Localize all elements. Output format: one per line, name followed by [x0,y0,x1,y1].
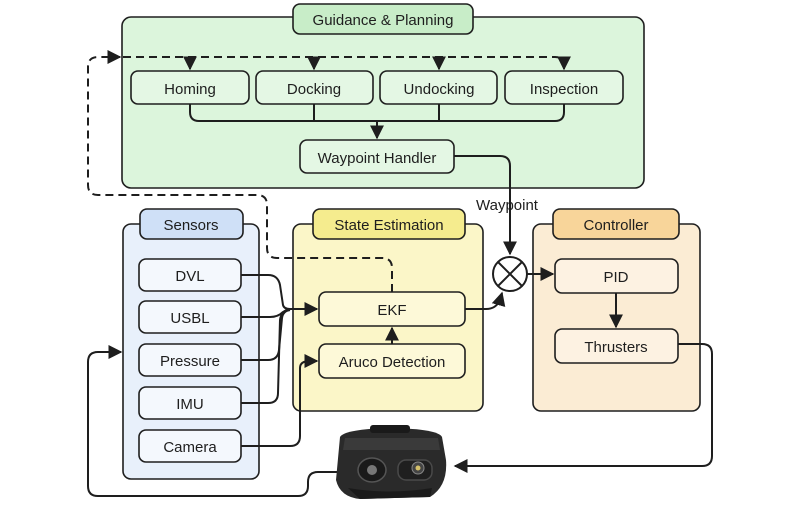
waypoint-edge-label: Waypoint [476,197,539,214]
thrusters-label: Thrusters [584,339,647,356]
node-docking[interactable]: Docking [255,70,374,105]
node-pressure[interactable]: Pressure [138,343,242,377]
edge-thrusters-to-vehicle [453,343,713,473]
docking-label: Docking [287,81,341,98]
node-thrusters[interactable]: Thrusters [554,328,679,364]
node-usbl[interactable]: USBL [138,300,242,334]
edge-feedback-to-inspection [110,56,571,71]
pid-label: PID [603,269,628,286]
circle-x-icon [492,256,528,292]
node-ekf[interactable]: EKF [318,291,466,327]
node-pid[interactable]: PID [554,258,679,294]
edge-ekf-feedback [87,50,393,292]
node-undocking[interactable]: Undocking [379,70,498,105]
node-waypoint-handler[interactable]: Waypoint Handler [299,139,455,174]
guidance-title-tab [292,3,474,35]
waypoint-handler-label: Waypoint Handler [318,150,437,167]
edge-ekf-to-junction [465,291,506,310]
usbl-label: USBL [170,310,209,327]
controller-title-tab [552,208,680,240]
sensors-title: Sensors [163,217,218,234]
camera-label: Camera [163,439,217,456]
inspection-label: Inspection [530,81,598,98]
underwater-robot-icon [336,425,447,499]
controller-title: Controller [583,217,648,234]
edge-waypoint-to-junction [454,155,517,256]
node-dvl[interactable]: DVL [138,258,242,292]
dvl-label: DVL [175,268,204,285]
node-camera[interactable]: Camera [138,429,242,463]
edge-camera-to-aruco [241,354,319,447]
aruco-label: Aruco Detection [339,354,446,371]
imu-label: IMU [176,396,204,413]
feedback-connectors [87,50,571,292]
guidance-title: Guidance & Planning [313,12,454,29]
edge-imu-to-ekf [241,309,291,404]
state-title-tab [312,208,466,240]
ekf-label: EKF [377,302,406,319]
state-title: State Estimation [334,217,443,234]
node-inspection[interactable]: Inspection [504,70,624,105]
node-imu[interactable]: IMU [138,386,242,420]
connectors [87,104,713,497]
pressure-label: Pressure [160,353,220,370]
node-aruco-detection[interactable]: Aruco Detection [318,343,466,379]
undocking-label: Undocking [404,81,475,98]
edge-vehicle-to-sensors [87,345,342,497]
homing-label: Homing [164,81,216,98]
sensors-title-tab [139,208,244,240]
node-homing[interactable]: Homing [130,70,250,105]
